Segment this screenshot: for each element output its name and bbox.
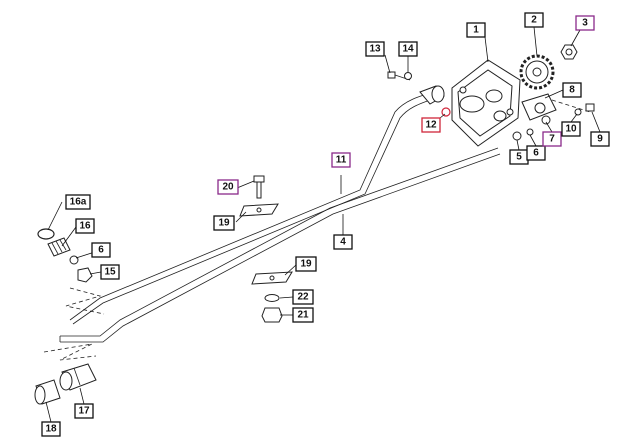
callout-15: 15	[100, 264, 120, 280]
washer-part-6-right	[526, 128, 534, 136]
callout-22: 22	[292, 289, 314, 305]
callout-20-label: 20	[222, 182, 234, 193]
callout-7-label: 7	[549, 134, 555, 145]
nut-part-21	[261, 307, 283, 323]
callout-22-label: 22	[297, 292, 309, 303]
callout-5-label: 5	[516, 152, 522, 163]
callout-10: 10	[561, 121, 581, 137]
callout-16a: 16a	[65, 194, 91, 210]
washer-part-6-left	[69, 255, 79, 265]
connector-part-17	[59, 363, 97, 391]
callout-15-label: 15	[104, 267, 116, 278]
callout-6-left-label: 6	[98, 245, 104, 256]
callout-16-label: 16	[79, 221, 91, 232]
callout-6-right: 6	[526, 145, 546, 161]
callout-3: 3	[575, 15, 595, 31]
callout-18: 18	[41, 421, 61, 437]
callout-19-upper: 19	[213, 215, 235, 231]
callout-7: 7	[542, 131, 562, 147]
callout-19-upper-label: 19	[218, 218, 230, 229]
leader-lines	[45, 26, 601, 423]
callout-10-label: 10	[565, 124, 577, 135]
callout-9-label: 9	[597, 134, 603, 145]
callout-6-right-label: 6	[533, 148, 539, 159]
break-line-upper	[65, 287, 105, 315]
washer-part-10	[574, 108, 582, 116]
callout-11-label: 11	[336, 155, 347, 166]
callout-2-label: 2	[531, 15, 537, 26]
callout-4: 4	[333, 234, 353, 250]
callout-19-lower: 19	[295, 256, 317, 272]
callout-2: 2	[524, 12, 544, 28]
callout-4-label: 4	[340, 237, 346, 248]
callout-1: 1	[466, 22, 486, 38]
callout-8-label: 8	[569, 85, 575, 96]
o-ring-part-12	[441, 107, 451, 117]
callout-18-label: 18	[45, 424, 57, 435]
nut-part-5	[512, 131, 522, 141]
callout-14-label: 14	[402, 44, 414, 55]
callout-13-label: 13	[369, 44, 381, 55]
bolt-part-20	[253, 175, 265, 199]
callout-9: 9	[590, 131, 610, 147]
callout-13: 13	[365, 41, 385, 57]
clip-part-16a	[37, 228, 55, 240]
nut-part-3	[560, 44, 578, 60]
callout-6-left: 6	[91, 242, 111, 258]
callout-19-lower-label: 19	[300, 259, 312, 270]
callout-16a-label: 16a	[70, 197, 87, 208]
break-line-lower	[43, 343, 97, 361]
callout-20: 20	[217, 179, 239, 195]
callout-16: 16	[75, 218, 95, 234]
sprocket-gear	[519, 54, 555, 90]
callout-5: 5	[509, 149, 529, 165]
elbow-fitting	[419, 85, 445, 105]
spring-part-16	[47, 237, 71, 257]
callout-12-label: 12	[425, 120, 437, 131]
callout-21-label: 21	[297, 310, 309, 321]
nut-part-15	[77, 267, 93, 283]
fitting-part-7	[521, 93, 557, 125]
callout-21: 21	[292, 307, 314, 323]
washer-part-14	[404, 72, 412, 80]
callout-17-label: 17	[78, 406, 90, 417]
callout-3-label: 3	[582, 18, 588, 29]
callout-11: 11	[331, 152, 351, 168]
pipe-4	[59, 147, 501, 343]
callout-1-label: 1	[473, 25, 479, 36]
sleeve-part-18	[34, 379, 61, 405]
callout-14: 14	[398, 41, 418, 57]
pump-body	[451, 59, 521, 147]
callout-12: 12	[421, 117, 441, 133]
callout-8: 8	[562, 82, 582, 98]
washer-part-22	[264, 294, 280, 302]
bolt-part-9	[585, 103, 595, 112]
callout-17: 17	[74, 403, 94, 419]
